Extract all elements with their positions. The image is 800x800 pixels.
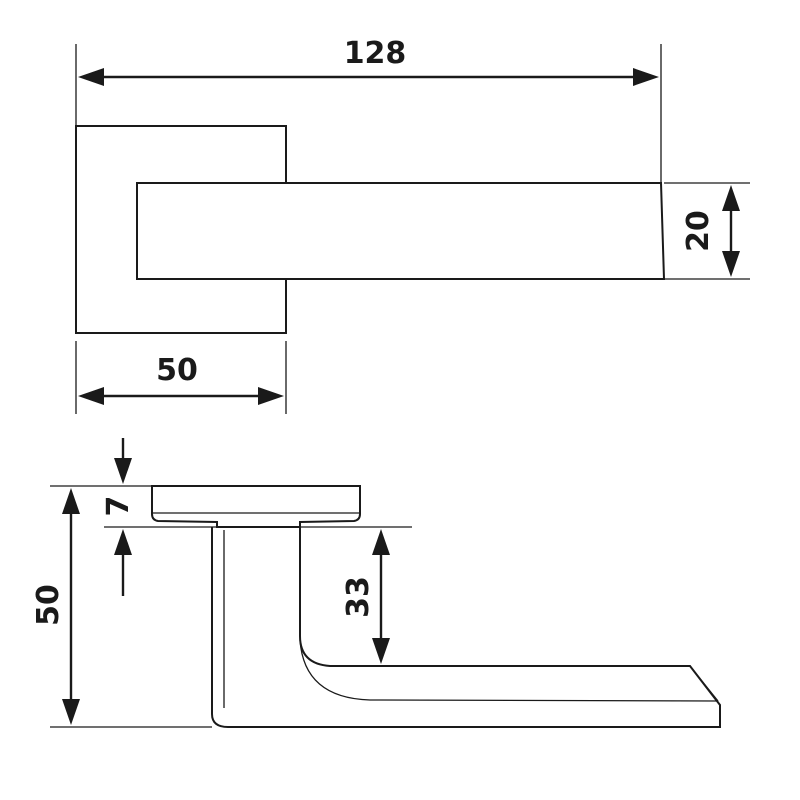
arrow-50w-right [258,387,284,405]
arrow-20-top [722,185,740,211]
arrow-50h-bottom [62,699,80,725]
dimension-label-20: 20 [681,210,716,252]
arrow-20-bottom [722,251,740,277]
lever-tip-line [692,669,719,702]
dimension-label-128: 128 [344,36,407,71]
lever-side-view [211,527,721,728]
top-view: 128 20 50 [75,36,750,414]
dimension-label-7: 7 [101,496,136,517]
dimension-label-50-width: 50 [156,353,198,388]
arrow-50h-top [62,488,80,514]
dimension-label-50-height: 50 [31,584,66,626]
lever-top-view [136,182,666,280]
arrow-7-bottom [114,529,132,555]
rose-plate-side-view [151,485,361,528]
arrow-33-top [372,529,390,555]
arrow-7-top [114,458,132,484]
arrow-128-left [78,68,104,86]
side-view: 50 7 33 [31,438,721,728]
dimension-label-33: 33 [341,576,376,618]
arrow-128-right [633,68,659,86]
arrow-33-bottom [372,638,390,664]
arrow-50w-left [78,387,104,405]
lever-inner-curve [299,639,719,702]
